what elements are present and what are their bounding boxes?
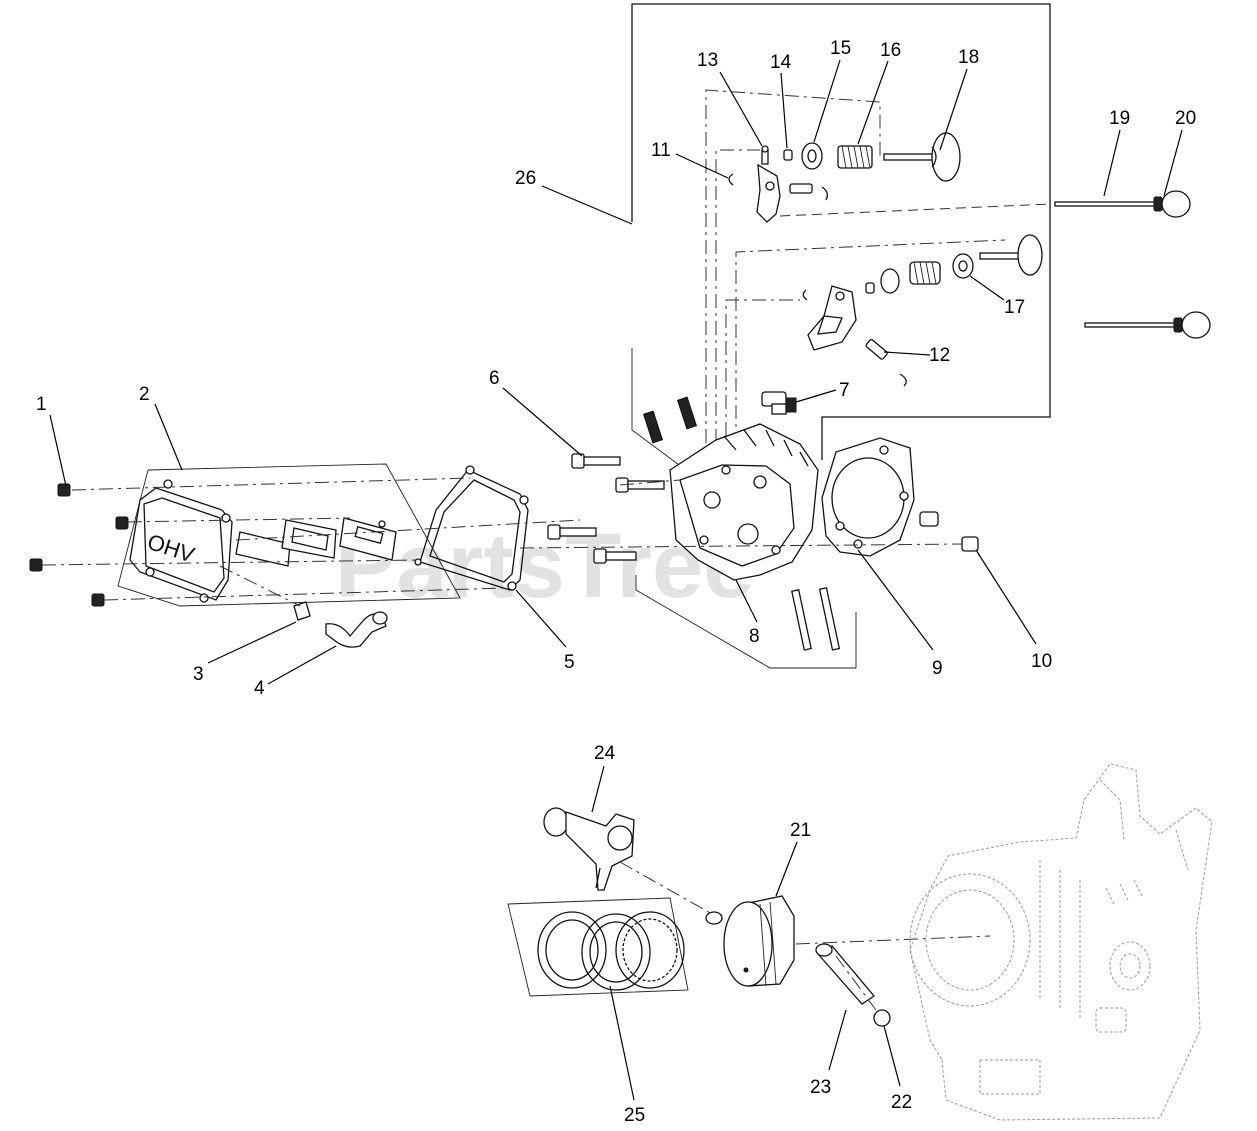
- callout-18: 18: [958, 47, 979, 68]
- head-stud-upper-right: [676, 396, 698, 430]
- callout-17: 17: [1004, 297, 1025, 318]
- valve-keeper-1: [783, 149, 793, 161]
- valve-cover-group-boundary: [117, 463, 461, 607]
- head-bolt-1: [571, 453, 621, 469]
- rocker-arm-2: [807, 285, 857, 351]
- callout-22: 22: [891, 1092, 912, 1113]
- pivot-pin-2: [865, 339, 907, 387]
- cover-bolt-3: [29, 558, 43, 572]
- leader-lines: [49, 59, 1183, 1101]
- valve-keeper-2: [865, 282, 875, 294]
- valve-clip-2: [802, 289, 808, 301]
- spark-plug: [761, 391, 797, 415]
- callout-6: 6: [489, 368, 500, 389]
- valve-retainer-2: [880, 268, 900, 294]
- piston-pin-clip-left: [705, 911, 723, 925]
- valve-2: [979, 234, 1043, 276]
- valve-retainer-1: [801, 142, 823, 170]
- head-stud-lower-left: [791, 589, 812, 651]
- callout-23: 23: [810, 1077, 831, 1098]
- valve-cover-gasket: [419, 465, 529, 591]
- valve-spring-2: [909, 261, 941, 285]
- callout-24: 24: [594, 743, 616, 764]
- callout-19: 19: [1109, 108, 1130, 129]
- crankcase-reference: [909, 763, 1213, 1121]
- piston-pin-clip: [873, 1009, 891, 1027]
- valve-train-group-boundary: [631, 3, 1051, 500]
- push-rod-1: [1054, 190, 1191, 218]
- callout-20: 20: [1175, 108, 1196, 129]
- valve-1: [883, 132, 961, 182]
- callout-2: 2: [139, 384, 150, 405]
- callout-12: 12: [929, 345, 950, 366]
- breather-valve: [339, 517, 422, 566]
- callout-11: 11: [651, 140, 671, 161]
- piston: [723, 895, 795, 987]
- callout-1: 1: [36, 394, 47, 415]
- cover-bolt-4: [91, 593, 105, 607]
- callout-8: 8: [749, 626, 760, 647]
- valve-seal-2: [952, 253, 974, 279]
- breather-baffle: [235, 531, 291, 567]
- piston-ring-set: [507, 897, 689, 997]
- callout-26: 26: [515, 168, 536, 189]
- pivot-pin-1: [789, 183, 828, 201]
- callout-10: 10: [1031, 651, 1052, 672]
- callout-14: 14: [770, 52, 792, 73]
- rocker-arm-1: [756, 145, 781, 223]
- breather-plate: [281, 519, 337, 559]
- cover-bolt-2: [115, 516, 129, 530]
- head-bolt-3: [547, 524, 597, 540]
- valve-spring-1: [837, 145, 873, 169]
- head-bolt-4: [593, 548, 637, 564]
- callout-25: 25: [624, 1105, 645, 1126]
- head-stud-lower-right: [818, 587, 841, 651]
- callout-16: 16: [880, 40, 901, 61]
- callout-7: 7: [839, 380, 850, 401]
- dowel-pin: [961, 536, 979, 552]
- cover-bolt-1: [57, 483, 71, 497]
- connecting-rod: [543, 807, 635, 891]
- piston-pin: [815, 943, 875, 1005]
- dowel-pin-upper: [919, 511, 939, 527]
- head-stud-upper-left: [642, 410, 664, 444]
- valve-cover: OHV: [129, 479, 233, 603]
- callout-21: 21: [790, 820, 811, 841]
- valve-clip-1: [728, 173, 734, 186]
- callout-13: 13: [697, 50, 718, 71]
- head-gasket: [821, 437, 915, 557]
- cylinder-head: [669, 423, 819, 581]
- push-rod-2: [1084, 311, 1211, 339]
- callout-labels: 1 2 3 4 5 6 7 8 9 10 11 12 13 14 15 16 1…: [36, 38, 1196, 1126]
- callout-9: 9: [932, 658, 943, 679]
- callout-3: 3: [193, 664, 204, 685]
- callout-4: 4: [254, 678, 265, 699]
- callout-15: 15: [830, 38, 851, 59]
- callout-5: 5: [564, 652, 575, 673]
- breather-hose: [325, 611, 388, 648]
- hose-clamp: [293, 601, 311, 621]
- alignment-lines: [41, 477, 963, 607]
